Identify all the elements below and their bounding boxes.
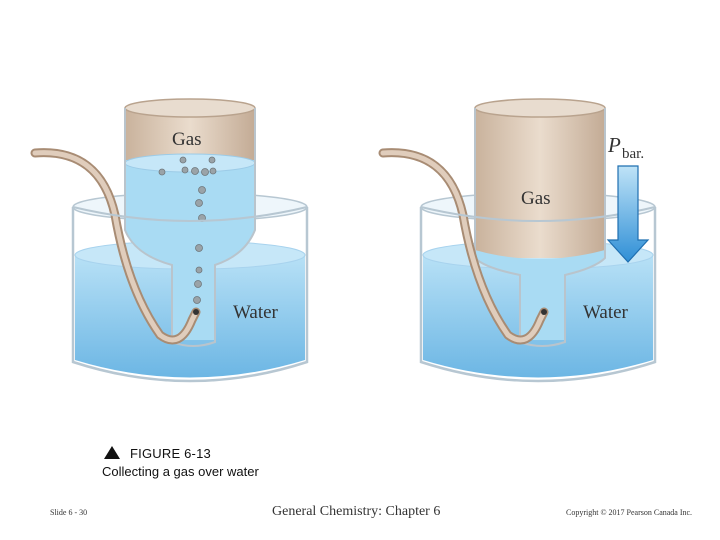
- left-apparatus: Gas Water: [30, 98, 309, 383]
- right-apparatus: Gas Water P bar.: [378, 98, 657, 383]
- gas-bubbles: [158, 156, 217, 304]
- pressure-subscript: bar.: [622, 146, 644, 162]
- right-gas-label: Gas: [521, 188, 551, 209]
- slide-number: Slide 6 - 30: [50, 508, 88, 517]
- left-gas-cylinder: [124, 98, 256, 347]
- right-beaker: [419, 207, 657, 383]
- left-gas-label: Gas: [172, 129, 202, 150]
- copyright: Copyright © 2017 Pearson Canada Inc.: [566, 508, 693, 517]
- left-water-label: Water: [233, 302, 279, 323]
- left-beaker: [71, 207, 309, 383]
- triangle-icon: [104, 446, 120, 460]
- pressure-arrow: [606, 165, 650, 263]
- pressure-symbol: P: [607, 133, 621, 157]
- figure-title: Collecting a gas over water: [102, 464, 259, 479]
- figure-number: FIGURE 6-13: [130, 446, 211, 461]
- course-title: General Chemistry: Chapter 6: [272, 504, 441, 519]
- right-gas-cylinder: [474, 98, 606, 347]
- right-water-label: Water: [583, 302, 629, 323]
